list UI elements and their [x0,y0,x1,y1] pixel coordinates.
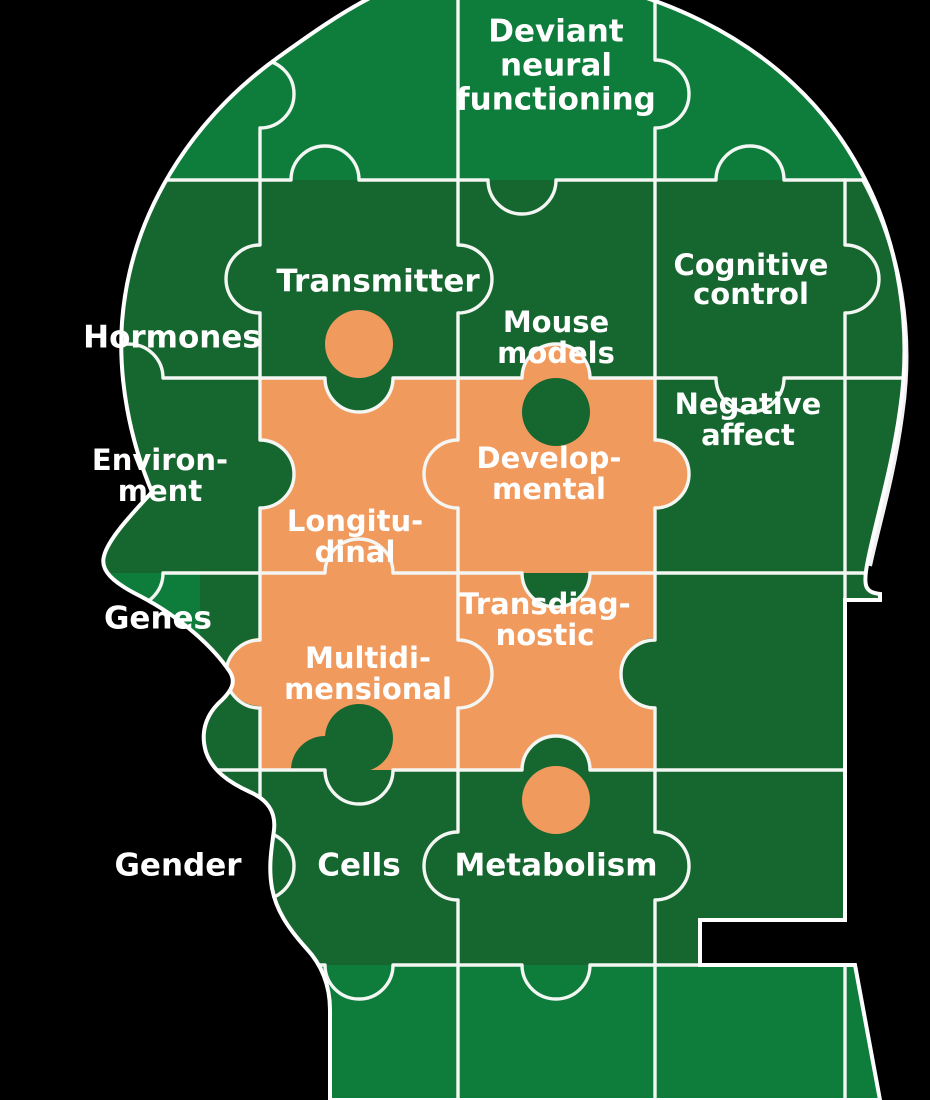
label-line: functioning [456,82,656,118]
seam-v-655 [619,0,691,1100]
label-line: Environ- [92,443,228,477]
label-developmental: Develop- mental [477,441,622,506]
label-line: affect [701,418,795,452]
head-outline-stroke [101,0,907,1100]
label-environment: Environ- ment [92,443,228,508]
piece-labels: Deviant neural functioning Transmitter H… [83,14,828,884]
label-line: Metabolism [454,848,657,884]
label-negative-affect: Negative affect [675,387,822,452]
label-line: Develop- [477,441,622,475]
label-line: Gender [114,848,242,884]
label-cognitive-control: Cognitive control [674,248,829,311]
green-tab-multidimensional [325,704,393,772]
seam-v-845 [843,178,881,1100]
label-hormones: Hormones [83,320,261,356]
label-multidimensional: Multidi- mensional [284,641,452,706]
label-longitudinal: Longitu- dinal [287,504,423,569]
label-transmitter: Transmitter [276,264,480,300]
label-line: Multidi- [305,641,431,675]
label-line: mensional [284,672,452,706]
label-line: ment [118,474,203,508]
label-line: Genes [104,601,212,637]
label-gender: Gender [114,848,242,884]
label-cells: Cells [317,848,400,884]
piece-row5-background [103,965,905,1100]
label-line: Transdiag- [459,587,630,621]
label-metabolism: Metabolism [454,848,657,884]
piece-row1-background [103,180,905,378]
orange-tab-metabolism [522,766,590,834]
label-line: Cells [317,848,400,884]
green-tab-transdiagnostic [621,638,689,706]
label-line: control [693,277,809,311]
label-line: neural [500,48,612,84]
label-line: Transmitter [276,264,480,300]
label-line: dinal [315,535,396,569]
label-line: models [497,336,615,370]
label-line: Longitu- [287,504,423,538]
label-line: Cognitive [674,248,829,282]
label-genes: Genes [104,601,212,637]
orange-tab-transmitter [325,310,393,378]
seam-v-458 [422,0,494,1100]
label-line: nostic [496,618,595,652]
label-line: mental [492,472,606,506]
label-line: Hormones [83,320,261,356]
puzzle-row-5 [103,965,905,1100]
label-deviant-neural-functioning: Deviant neural functioning [456,14,656,118]
label-line: Negative [675,387,822,421]
label-transdiagnostic: Transdiag- nostic [459,587,630,652]
green-tab-developmental [522,378,590,446]
head-outer-arc [860,177,909,567]
puzzle-row-1 [103,180,905,378]
label-line: Deviant [488,14,624,50]
label-mouse-models: Mouse models [497,305,615,370]
orange-tab-genes [226,638,294,706]
green-tab-longitudinal [226,440,294,508]
orange-tab-negative-affect [621,440,689,508]
label-line: Mouse [503,305,609,339]
